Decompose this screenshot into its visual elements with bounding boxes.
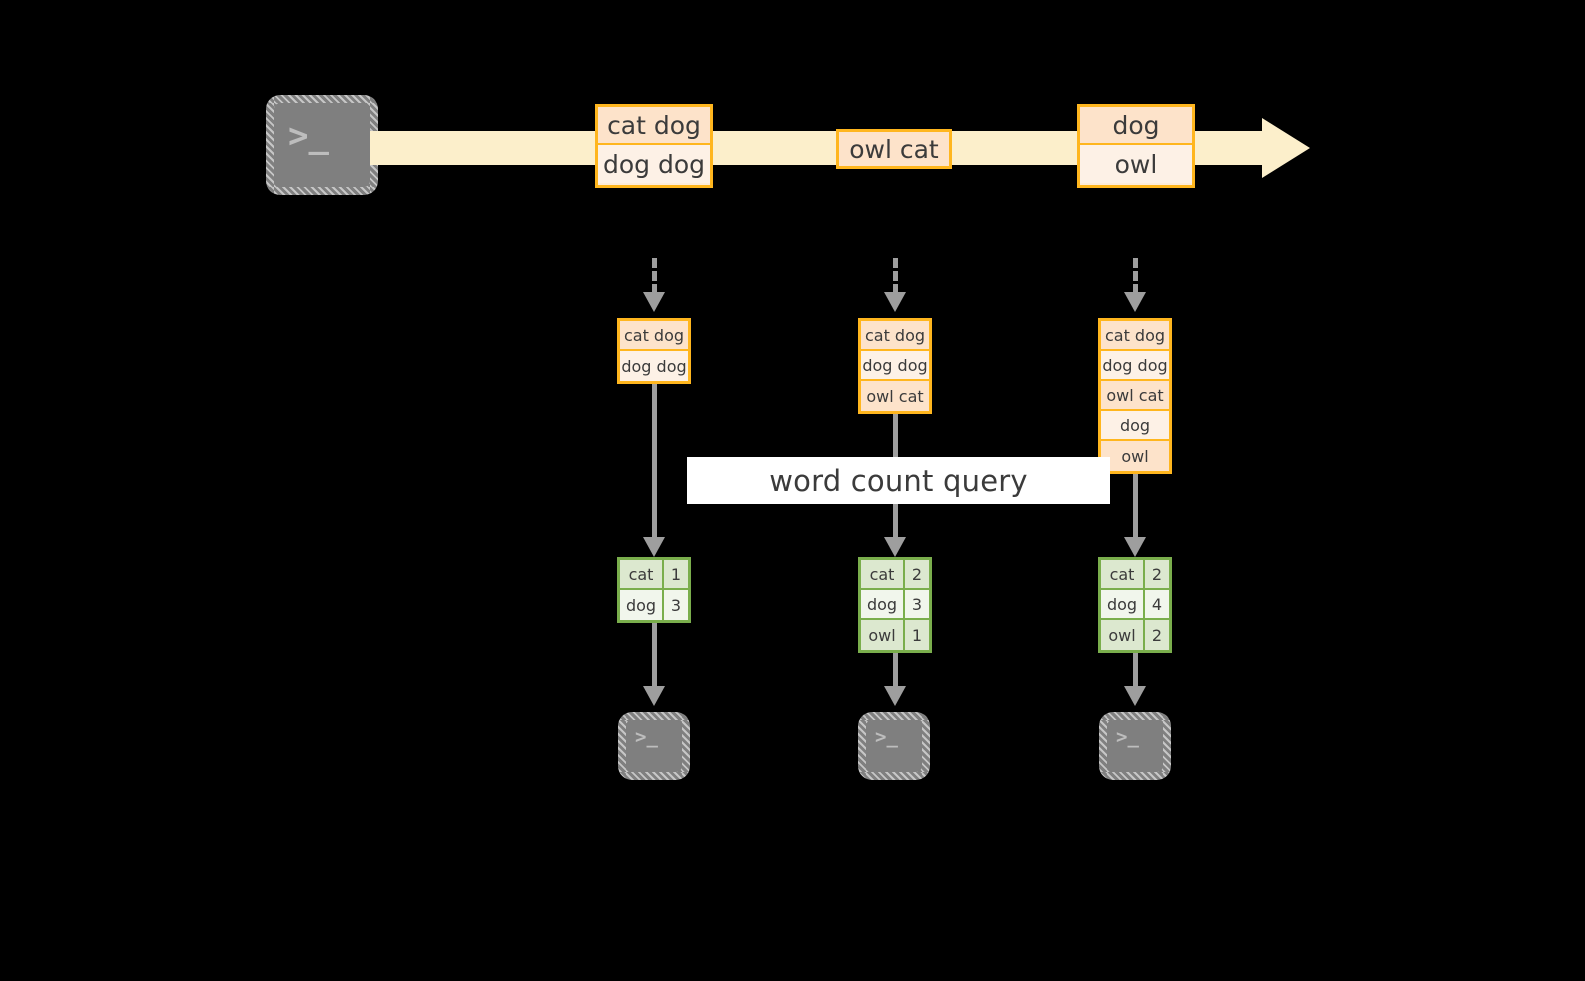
accumulated-line: dog dog [861, 351, 929, 381]
accumulated-line: owl cat [861, 381, 929, 411]
result-count: 2 [1151, 564, 1163, 584]
result-count: 1 [911, 625, 923, 645]
result-word: owl [1101, 620, 1145, 650]
stream-to-accumulated-connector-2 [893, 258, 898, 294]
result-row: cat 2 [861, 560, 929, 590]
stream-batch-1: cat dog dog dog [595, 104, 713, 188]
result-row: cat 2 [1101, 560, 1169, 590]
accumulated-line: dog dog [620, 351, 688, 381]
batch-line: dog [1080, 107, 1192, 145]
accumulated-line: cat dog [1101, 321, 1169, 351]
result-to-sink-connector-1 [652, 623, 657, 688]
accumulated-table-3: cat dog dog dog owl cat dog owl [1098, 318, 1172, 474]
batch-line: dog dog [598, 145, 710, 183]
result-row: owl 1 [861, 620, 929, 650]
accumulated-line: cat dog [620, 321, 688, 351]
result-count: 2 [1151, 625, 1163, 645]
result-to-sink-connector-3 [1133, 653, 1138, 688]
batch-line: cat dog [598, 107, 710, 145]
terminal-screen: >_ [866, 720, 922, 772]
accumulated-table-2: cat dog dog dog owl cat [858, 318, 932, 414]
result-row: dog 3 [620, 590, 688, 620]
terminal-screen: >_ [274, 103, 370, 187]
accumulated-line: owl cat [1101, 381, 1169, 411]
result-table-3: cat 2 dog 4 owl 2 [1098, 557, 1172, 653]
stream-batch-3: dog owl [1077, 104, 1195, 188]
result-count: 1 [670, 564, 682, 584]
result-word: owl [861, 620, 905, 650]
result-word: cat [861, 560, 905, 588]
terminal-prompt-glyph: >_ [1116, 726, 1139, 748]
accumulated-line: dog [1101, 411, 1169, 441]
result-word: cat [620, 560, 664, 588]
arrow-down-icon [884, 686, 906, 706]
terminal-screen: >_ [626, 720, 682, 772]
terminal-screen: >_ [1107, 720, 1163, 772]
query-label: word count query [687, 457, 1110, 504]
stream-to-accumulated-connector-1 [652, 258, 657, 294]
arrow-down-icon [884, 537, 906, 557]
terminal-prompt-glyph: >_ [635, 726, 658, 748]
result-row: cat 1 [620, 560, 688, 590]
result-table-1: cat 1 dog 3 [617, 557, 691, 623]
accumulated-table-1: cat dog dog dog [617, 318, 691, 384]
result-count: 3 [911, 594, 923, 614]
result-word: dog [861, 590, 905, 618]
result-count: 2 [911, 564, 923, 584]
arrow-down-icon [1124, 537, 1146, 557]
result-word: dog [620, 590, 664, 620]
arrow-down-icon [1124, 686, 1146, 706]
accumulated-line: cat dog [861, 321, 929, 351]
arrow-down-icon [643, 686, 665, 706]
arrow-right-icon [1262, 118, 1310, 178]
result-table-2: cat 2 dog 3 owl 1 [858, 557, 932, 653]
result-to-sink-connector-2 [893, 653, 898, 688]
result-count: 3 [670, 595, 682, 615]
arrow-down-icon [884, 292, 906, 312]
arrow-down-icon [643, 537, 665, 557]
accumulated-line: owl [1101, 441, 1169, 471]
sink-terminal-icon-3: >_ [1099, 712, 1171, 780]
arrow-down-icon [1124, 292, 1146, 312]
source-terminal-icon: >_ [266, 95, 378, 195]
result-row: owl 2 [1101, 620, 1169, 650]
arrow-down-icon [643, 292, 665, 312]
stream-to-accumulated-connector-3 [1133, 258, 1138, 294]
sink-terminal-icon-1: >_ [618, 712, 690, 780]
accumulated-line: dog dog [1101, 351, 1169, 381]
result-row: dog 3 [861, 590, 929, 620]
batch-line: owl cat [839, 132, 949, 166]
query-label-text: word count query [769, 463, 1028, 498]
result-count: 4 [1151, 594, 1163, 614]
result-row: dog 4 [1101, 590, 1169, 620]
accumulated-to-result-connector-1 [652, 384, 657, 539]
terminal-prompt-glyph: >_ [875, 726, 898, 748]
result-word: cat [1101, 560, 1145, 588]
accumulated-to-result-connector-3 [1133, 474, 1138, 539]
stream-batch-2: owl cat [836, 129, 952, 169]
terminal-prompt-glyph: >_ [288, 116, 329, 156]
batch-line: owl [1080, 145, 1192, 183]
sink-terminal-icon-2: >_ [858, 712, 930, 780]
result-word: dog [1101, 590, 1145, 618]
